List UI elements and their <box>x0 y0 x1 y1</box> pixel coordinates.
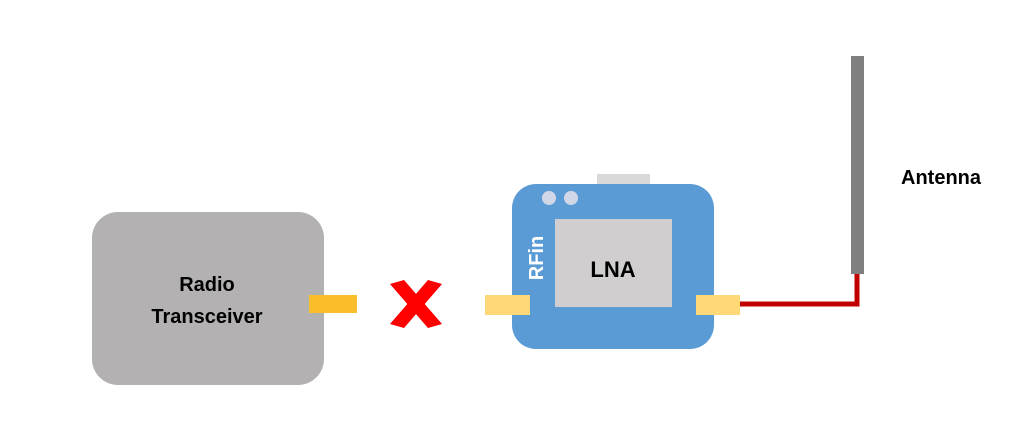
rfin-label: RFin <box>526 236 548 280</box>
rf-cable <box>740 272 860 307</box>
mounting-hole-left <box>542 191 556 205</box>
antenna-icon <box>851 56 864 274</box>
transceiver-body <box>92 212 324 385</box>
cross-mark-icon <box>390 280 442 328</box>
lna-label: LNA <box>590 257 635 282</box>
transceiver-label-line1: Radio <box>179 274 235 296</box>
transceiver-label-line2: Transceiver <box>151 306 262 328</box>
lna-module: LNA RFin <box>485 174 740 349</box>
lna-output-port <box>696 295 740 315</box>
lna-input-port <box>485 295 530 315</box>
antenna-rod <box>851 56 864 274</box>
transceiver-port <box>309 295 357 313</box>
cross-mark-strokes <box>390 280 442 328</box>
mounting-hole-right <box>564 191 578 205</box>
antenna-label: Antenna <box>901 167 982 189</box>
radio-transceiver: Radio Transceiver <box>92 212 357 385</box>
lna-chip <box>555 219 672 307</box>
